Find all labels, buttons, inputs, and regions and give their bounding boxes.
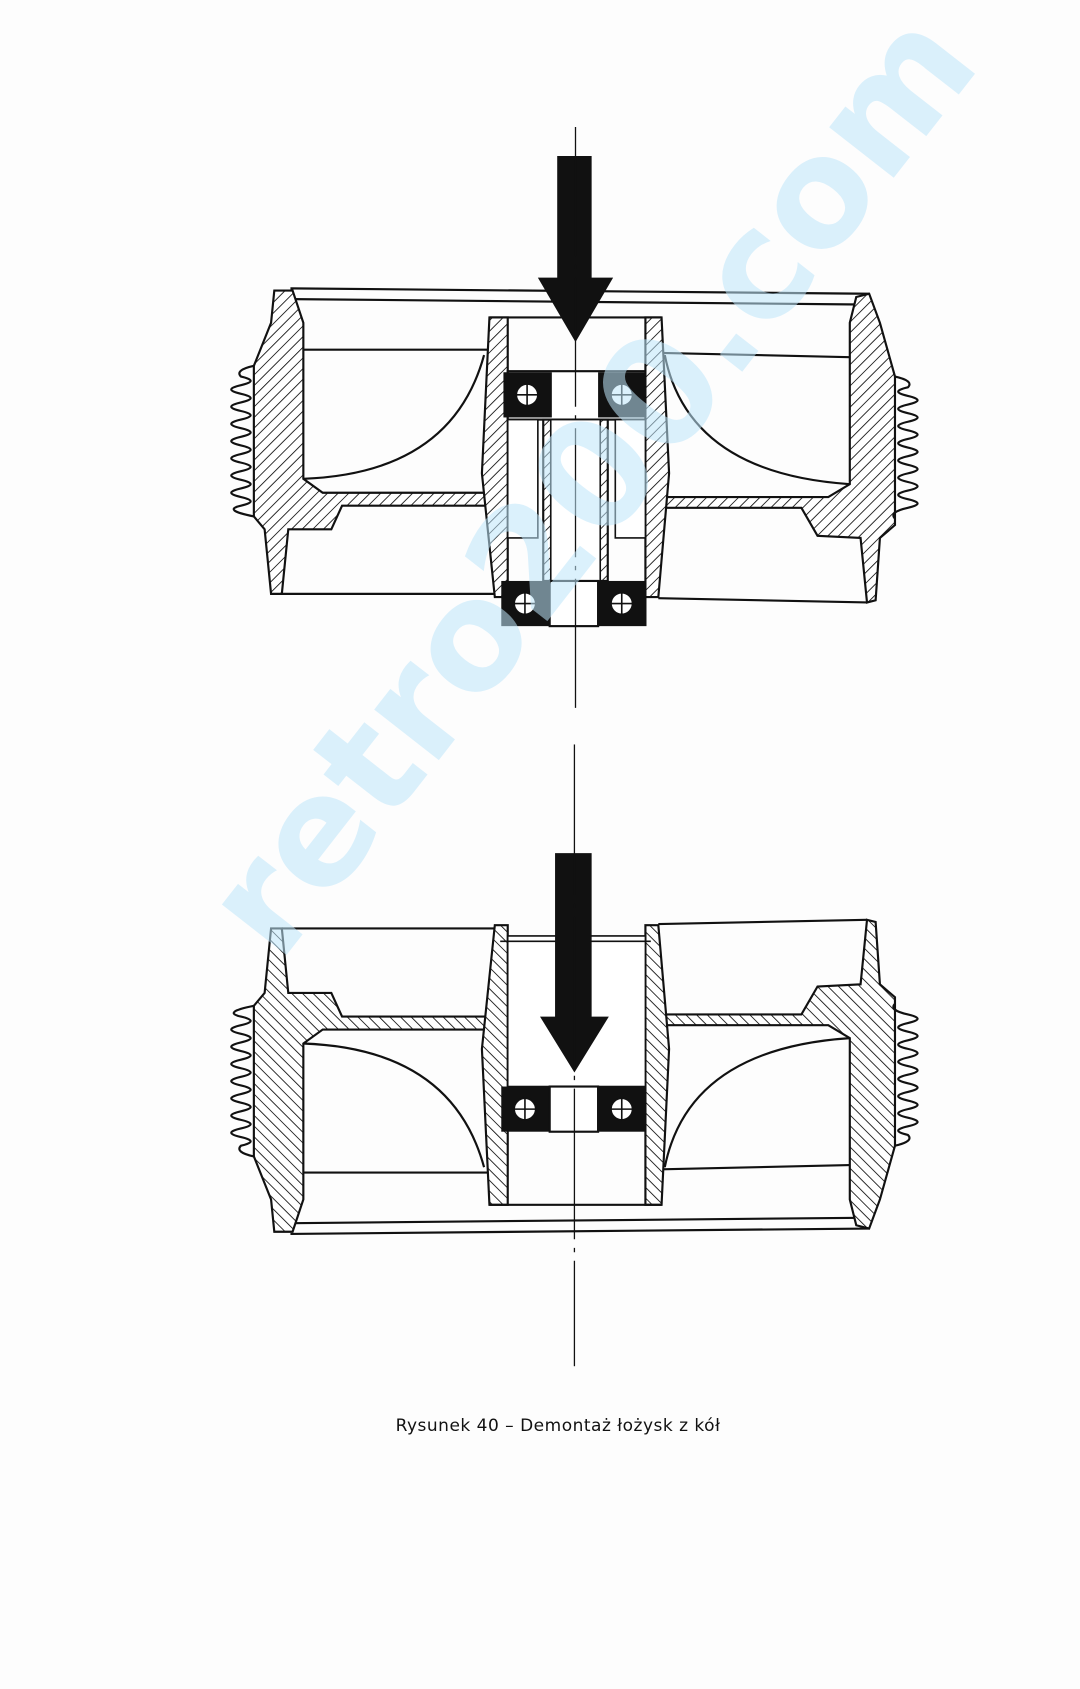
bearing-icon bbox=[500, 1085, 551, 1133]
bearing-icon bbox=[500, 580, 551, 627]
bottom-wheel-section bbox=[230, 744, 919, 1367]
bearing-icon bbox=[597, 580, 648, 627]
figure-caption: Rysunek 40 – Demontaż łożysk z kół bbox=[395, 1416, 721, 1436]
top-wheel-section bbox=[230, 127, 919, 711]
bearing-icon bbox=[597, 1085, 648, 1133]
bearing-icon bbox=[597, 371, 648, 419]
bearing-icon bbox=[502, 371, 553, 419]
